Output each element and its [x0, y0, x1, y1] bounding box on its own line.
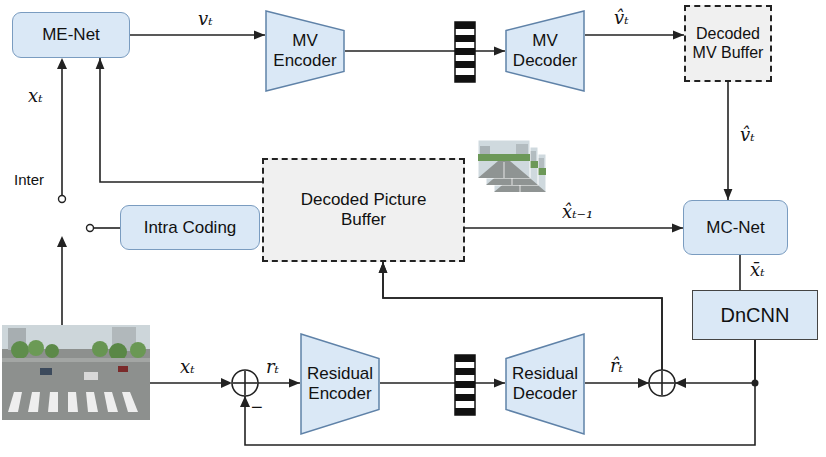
- decoder-trapezoid: Residual Decoder: [505, 333, 585, 435]
- signal-label: rₜ: [264, 357, 281, 377]
- box-text: Decoded Picture Buffer: [299, 190, 429, 229]
- buffer-box: Decoded Picture Buffer: [262, 158, 465, 262]
- photo-road: [2, 325, 150, 420]
- box-text: Decoded MV Buffer: [692, 25, 764, 62]
- network-box: DnCNN: [692, 290, 818, 340]
- box-text: Residual Decoder: [509, 364, 581, 403]
- connector-arrow: [727, 82, 729, 200]
- connector-arrow: [739, 255, 741, 290]
- signal-label: vₜ: [196, 9, 215, 29]
- arrowheads: [57, 58, 686, 407]
- box-text: MV Encoder: [269, 31, 341, 70]
- photo-tree: [11, 341, 29, 359]
- photo-car: [84, 372, 98, 380]
- connector-arrow: [380, 382, 505, 384]
- box-text: DnCNN: [721, 304, 790, 327]
- signal-label: xₜ: [178, 357, 197, 377]
- adder-symbol: [649, 370, 675, 396]
- signal-label: x̄ₜ: [748, 260, 767, 280]
- frame-thumbnail: [478, 140, 530, 178]
- trapezoid-shape: [301, 334, 379, 434]
- network-box: ME-Net: [12, 12, 130, 58]
- switch-contact: [87, 225, 94, 232]
- signal-label: xₜ: [26, 86, 45, 106]
- photo-tree: [92, 341, 108, 357]
- signal-label: r̂ₜ: [608, 356, 625, 376]
- photo-tree: [28, 340, 44, 356]
- signal-label: v̂ₜ: [738, 125, 757, 145]
- junction-dot: [752, 380, 759, 387]
- connector-arrow: [100, 58, 262, 182]
- photo-crosswalk: [8, 392, 138, 412]
- connector-arrow: [585, 34, 684, 36]
- photo-car: [118, 366, 128, 372]
- box-text: Residual Encoder: [304, 364, 376, 403]
- box-text: ME-Net: [42, 25, 100, 45]
- photo-tree: [45, 344, 59, 358]
- bitstream: [455, 22, 475, 82]
- switch-label: Inter: [14, 172, 44, 189]
- trapezoid-shape: [266, 11, 344, 91]
- street-photo: [2, 325, 150, 420]
- signal-label: v̂ₜ: [612, 8, 631, 28]
- switch-contact: [59, 196, 66, 203]
- bitstream: [455, 355, 475, 415]
- connector-arrow: [465, 227, 683, 229]
- encoder-trapezoid: MV Encoder: [265, 10, 345, 92]
- connector-arrow: [345, 50, 505, 52]
- adder-symbol: [232, 370, 258, 396]
- process-box: Intra Coding: [120, 205, 260, 250]
- box-text: Intra Coding: [144, 218, 237, 238]
- photo-sidewalk: [2, 358, 150, 362]
- sign-label: −: [251, 396, 263, 418]
- network-box: MC-Net: [683, 200, 788, 255]
- photo-car: [40, 368, 52, 375]
- connector-arrow: [130, 34, 265, 36]
- box-text: MC-Net: [706, 218, 765, 238]
- buffer-box: Decoded MV Buffer: [684, 5, 772, 82]
- frame-stack: [478, 140, 546, 192]
- decoder-trapezoid: MV Decoder: [505, 10, 585, 92]
- encoder-trapezoid: Residual Encoder: [300, 333, 380, 435]
- photo-tree: [130, 342, 146, 358]
- signal-label: x̂ₜ₋₁: [560, 202, 595, 222]
- trapezoid-shape: [506, 11, 584, 91]
- connector-group: [100, 35, 755, 445]
- trapezoid-shape: [506, 334, 584, 434]
- box-text: MV Decoder: [509, 31, 581, 70]
